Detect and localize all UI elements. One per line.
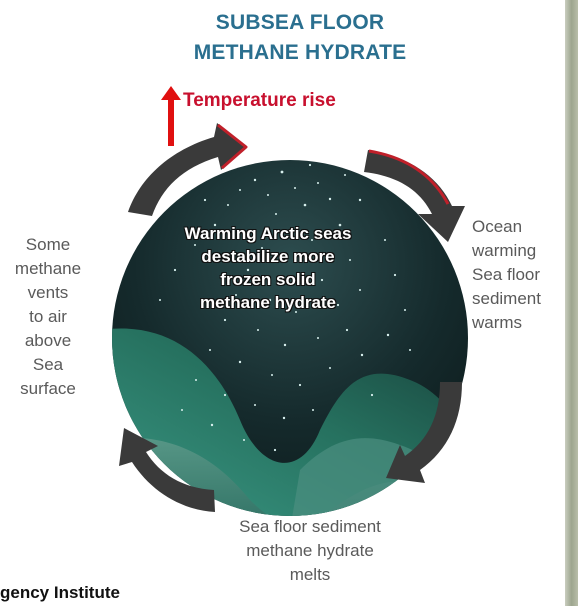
ocean-warming-caption: Ocean warming Sea floor sediment warms <box>472 215 578 335</box>
left-caption-line: methane <box>14 259 82 278</box>
title-line-1: SUBSEA FLOOR <box>215 11 385 34</box>
left-caption-line: Some <box>25 235 71 254</box>
center-caption-line: Warming Arctic seas <box>184 224 352 243</box>
cycle-arrow-bottom-left <box>119 428 215 512</box>
temperature-rise-label: Temperature rise <box>183 90 336 111</box>
right-caption-line: sediment <box>472 289 541 308</box>
bubble-speckles <box>159 160 411 452</box>
right-caption-line: warming <box>472 241 537 260</box>
cycle-arrow-bottom-right <box>386 382 462 483</box>
cycle-arrow-top-left <box>128 123 248 216</box>
cycle-arrow-top-right <box>364 149 465 242</box>
bottom-caption-line: Sea floor sediment <box>239 517 381 536</box>
title-line-2: METHANE HYDRATE <box>193 41 407 64</box>
left-caption-line: vents <box>27 283 69 302</box>
center-caption-line: methane hydrate <box>199 293 337 312</box>
center-caption-line: destabilize more <box>201 247 335 266</box>
center-caption: Warming Arctic seas destabilize more fro… <box>148 222 388 314</box>
sediment-melts-caption: Sea floor sediment methane hydrate melts <box>195 515 425 587</box>
diagram-title: SUBSEA FLOOR METHANE HYDRATE <box>150 8 450 68</box>
right-edge-strip <box>565 0 578 606</box>
left-caption-line: to air <box>29 307 67 326</box>
temperature-rise-arrow-icon <box>161 86 181 146</box>
center-caption-line: frozen solid <box>220 270 316 289</box>
left-caption-line: surface <box>20 379 76 398</box>
left-caption-line: above <box>24 331 72 350</box>
methane-vents-caption: Some methane vents to air above Sea surf… <box>2 233 94 401</box>
left-caption-line: Sea <box>32 355 64 374</box>
right-caption-line: warms <box>472 313 523 332</box>
source-credit: gency Institute <box>0 583 120 602</box>
right-caption-line: Sea floor <box>472 265 541 284</box>
bottom-caption-line: methane hydrate <box>246 541 374 560</box>
right-caption-line: Ocean <box>472 217 523 236</box>
bottom-caption-line: melts <box>289 565 331 584</box>
